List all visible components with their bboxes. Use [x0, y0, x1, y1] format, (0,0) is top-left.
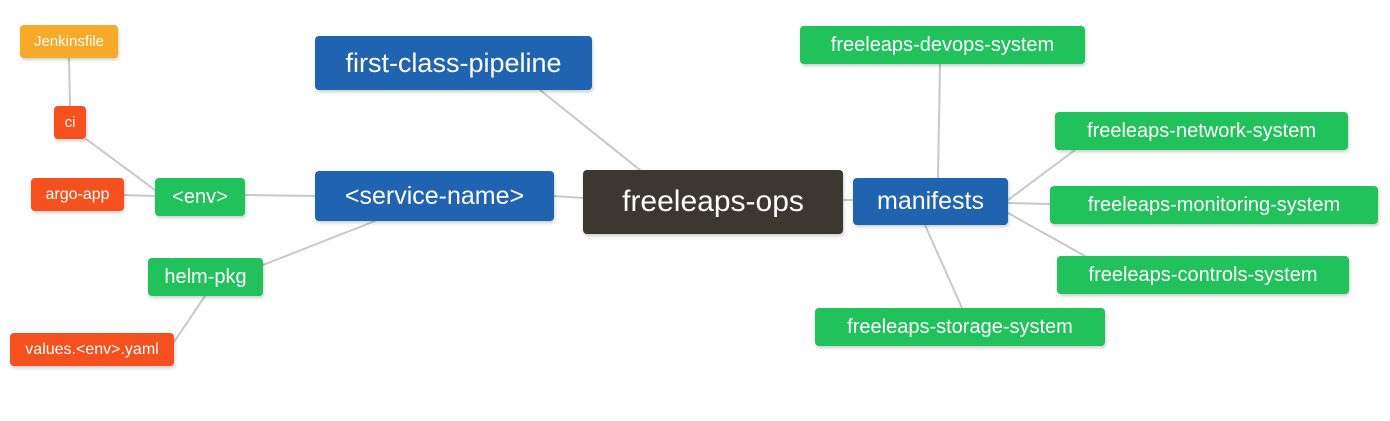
node-label: Jenkinsfile	[33, 33, 105, 50]
node-service-name[interactable]: <service-name>	[315, 171, 554, 221]
edge-values-yaml-to-helm-pkg	[173, 295, 206, 343]
edge-jenkinsfile-to-ci	[68, 57, 71, 107]
edge-argo-app-to-env	[123, 194, 156, 197]
node-label: <service-name>	[344, 181, 525, 210]
edge-manifests-to-freeleaps-devops-system	[937, 63, 941, 179]
node-label: freeleaps-controls-system	[1088, 264, 1318, 286]
node-label: freeleaps-monitoring-system	[1087, 194, 1341, 216]
node-label: values.<env>.yaml	[25, 340, 159, 358]
node-label: <env>	[172, 186, 228, 208]
node-first-class-pipeline[interactable]: first-class-pipeline	[315, 36, 592, 90]
edge-manifests-to-freeleaps-storage-system	[924, 224, 963, 309]
node-freeleaps-network-system[interactable]: freeleaps-network-system	[1055, 112, 1348, 150]
node-helm-pkg[interactable]: helm-pkg	[148, 258, 263, 296]
edge-first-class-pipeline-to-freeleaps-ops	[539, 89, 641, 171]
node-freeleaps-storage-system[interactable]: freeleaps-storage-system	[815, 308, 1105, 346]
edge-ci-to-env	[85, 138, 156, 191]
node-freeleaps-monitoring-system[interactable]: freeleaps-monitoring-system	[1050, 186, 1378, 224]
node-label: freeleaps-storage-system	[847, 316, 1073, 338]
node-label: freeleaps-devops-system	[830, 34, 1055, 56]
node-label: ci	[64, 114, 76, 131]
node-freeleaps-controls-system[interactable]: freeleaps-controls-system	[1057, 256, 1349, 294]
node-label: argo-app	[45, 185, 110, 203]
node-jenkinsfile[interactable]: Jenkinsfile	[20, 25, 118, 58]
edge-manifests-to-freeleaps-controls-system	[1007, 212, 1086, 257]
edge-manifests-to-freeleaps-network-system	[1007, 149, 1076, 201]
node-label: first-class-pipeline	[345, 47, 562, 78]
node-label: freeleaps-ops	[622, 185, 804, 218]
node-label: freeleaps-network-system	[1087, 120, 1316, 142]
node-argo-app[interactable]: argo-app	[31, 178, 124, 211]
node-freeleaps-devops-system[interactable]: freeleaps-devops-system	[800, 26, 1085, 64]
node-label: helm-pkg	[164, 266, 247, 288]
node-ci[interactable]: ci	[54, 106, 86, 139]
edge-manifests-to-freeleaps-monitoring-system	[1007, 202, 1051, 205]
edge-env-to-service-name	[244, 194, 316, 197]
node-label: manifests	[877, 187, 984, 215]
node-manifests[interactable]: manifests	[853, 178, 1008, 225]
node-values-yaml[interactable]: values.<env>.yaml	[10, 333, 174, 366]
edge-helm-pkg-to-service-name	[262, 220, 376, 266]
node-env[interactable]: <env>	[155, 178, 245, 216]
node-freeleaps-ops[interactable]: freeleaps-ops	[583, 170, 843, 234]
edge-service-name-to-freeleaps-ops	[553, 195, 584, 199]
